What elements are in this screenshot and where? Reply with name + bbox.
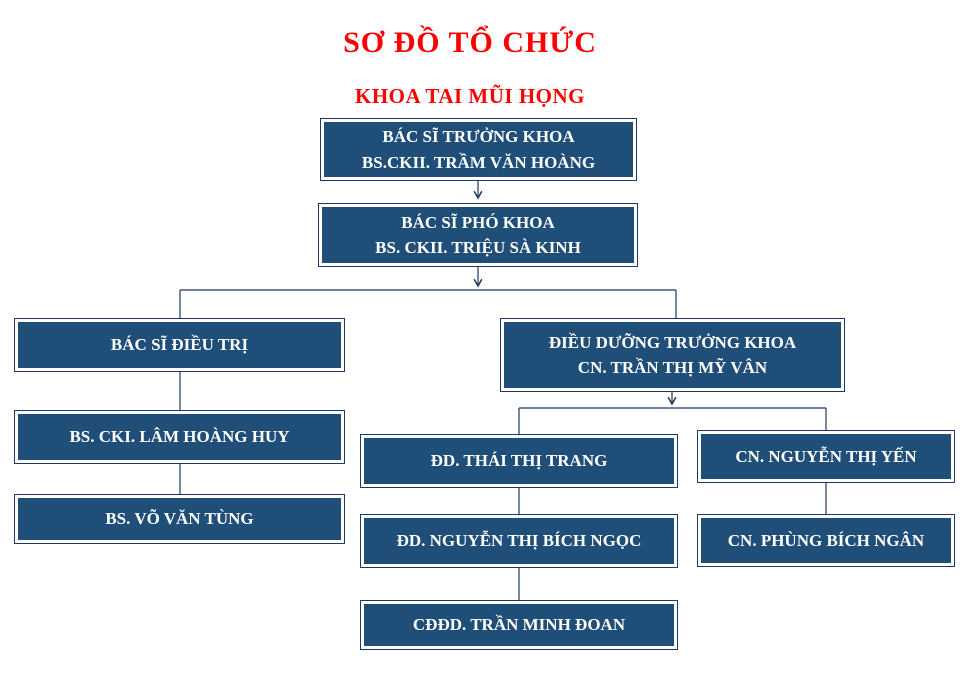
node-person-label: ĐD. THÁI THỊ TRANG (430, 451, 608, 471)
node-treating-doctors-box: BÁC SĨ ĐIỀU TRỊ (18, 322, 341, 368)
node-nurse-2-box: ĐD. NGUYỄN THỊ BÍCH NGỌC (364, 518, 674, 564)
node-treating-doctors-group: BÁC SĨ ĐIỀU TRỊ (14, 318, 345, 372)
node-role-label: ĐIỀU DƯỠNG TRƯỞNG KHOA (548, 332, 797, 352)
node-nurse-4: CN. NGUYỄN THỊ YẾN (697, 430, 955, 483)
node-doctor-1: BS. CKI. LÂM HOÀNG HUY (14, 410, 345, 464)
chart-subtitle: KHOA TAI MŨI HỌNG (355, 84, 585, 108)
node-doctor-2: BS. VÕ VĂN TÙNG (14, 494, 345, 544)
node-person-label: CN. NGUYỄN THỊ YẾN (735, 446, 917, 466)
node-role-label: BÁC SĨ ĐIỀU TRỊ (110, 335, 249, 355)
node-person-label: BS.CKII. TRẦM VĂN HOÀNG (361, 152, 596, 172)
node-nurse-1: ĐD. THÁI THỊ TRANG (360, 434, 678, 488)
node-head-nurse-box: ĐIỀU DƯỠNG TRƯỞNG KHOA CN. TRẦN THỊ MỸ V… (504, 322, 841, 388)
node-nurse-4-box: CN. NGUYỄN THỊ YẾN (701, 434, 951, 479)
node-doctor-2-box: BS. VÕ VĂN TÙNG (18, 498, 341, 540)
node-deputy-doctor: BÁC SĨ PHÓ KHOA BS. CKII. TRIỆU SÀ KINH (318, 203, 638, 267)
node-person-label: CN. PHÙNG BÍCH NGÂN (727, 530, 925, 550)
node-person-label: CN. TRẦN THỊ MỸ VÂN (577, 358, 768, 377)
node-role-label: BÁC SĨ PHÓ KHOA (401, 212, 555, 232)
node-nurse-5: CN. PHÙNG BÍCH NGÂN (697, 514, 955, 567)
node-nurse-2: ĐD. NGUYỄN THỊ BÍCH NGỌC (360, 514, 678, 568)
node-person-label: BS. CKII. TRIỆU SÀ KINH (375, 238, 581, 257)
node-person-label: CĐĐD. TRẦN MINH ĐOAN (412, 615, 626, 635)
node-deputy-doctor-box: BÁC SĨ PHÓ KHOA BS. CKII. TRIỆU SÀ KINH (322, 207, 634, 263)
node-doctor-1-box: BS. CKI. LÂM HOÀNG HUY (18, 414, 341, 460)
node-nurse-3: CĐĐD. TRẦN MINH ĐOAN (360, 600, 678, 650)
node-person-label: BS. CKI. LÂM HOÀNG HUY (69, 427, 290, 447)
node-head-nurse: ĐIỀU DƯỠNG TRƯỞNG KHOA CN. TRẦN THỊ MỸ V… (500, 318, 845, 392)
node-person-label: BS. VÕ VĂN TÙNG (105, 509, 254, 529)
node-nurse-5-box: CN. PHÙNG BÍCH NGÂN (701, 518, 951, 563)
chart-title: SƠ ĐỒ TỔ CHỨC (343, 26, 597, 59)
node-nurse-1-box: ĐD. THÁI THỊ TRANG (364, 438, 674, 484)
node-role-label: BÁC SĨ TRƯỞNG KHOA (382, 127, 575, 146)
node-person-label: ĐD. NGUYỄN THỊ BÍCH NGỌC (396, 531, 642, 551)
node-nurse-3-box: CĐĐD. TRẦN MINH ĐOAN (364, 604, 674, 646)
node-head-doctor: BÁC SĨ TRƯỞNG KHOA BS.CKII. TRẦM VĂN HOÀ… (320, 118, 637, 181)
node-head-doctor-box: BÁC SĨ TRƯỞNG KHOA BS.CKII. TRẦM VĂN HOÀ… (324, 122, 633, 177)
